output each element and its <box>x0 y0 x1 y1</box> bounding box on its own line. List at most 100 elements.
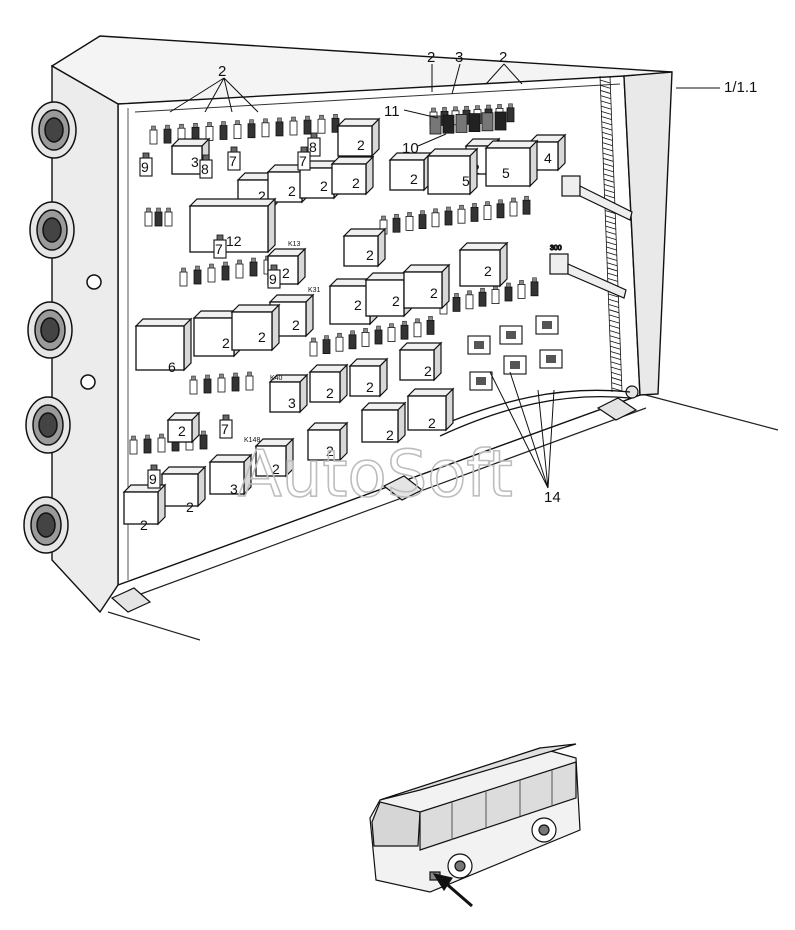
mini-fuse <box>431 212 440 228</box>
mini-fuse <box>309 341 318 357</box>
mini-fuse <box>530 281 539 297</box>
mini-fuse <box>322 339 331 355</box>
mark-k40: K40 <box>270 375 283 382</box>
mini-fuse <box>231 376 240 392</box>
fuse-cap <box>222 414 230 421</box>
mark-k148: K148 <box>244 437 260 444</box>
mini-fuse <box>207 267 216 283</box>
relay-front <box>255 445 287 477</box>
fuse-cap <box>150 464 158 471</box>
relay-label: 2 <box>258 188 266 204</box>
relay-front <box>167 419 193 443</box>
mini-fuse <box>496 203 505 219</box>
fuse-label: 7 <box>221 421 229 437</box>
mini-fuse <box>387 327 396 343</box>
mini-fuse <box>470 206 479 222</box>
relay-top <box>426 148 479 157</box>
mark-300: 300 <box>550 245 562 252</box>
connector-1 <box>31 101 77 159</box>
relay-top <box>188 198 277 207</box>
mini-fuse <box>233 124 242 139</box>
fuse-label: 9 <box>141 159 149 175</box>
relay-label: 5 <box>502 165 510 181</box>
mini-fuse <box>478 291 487 307</box>
mini-fuse <box>303 119 312 135</box>
relay-label: 2 <box>430 285 438 301</box>
relay-label: 2 <box>140 517 148 533</box>
relay-front <box>193 317 235 357</box>
mini-fuse <box>247 123 256 139</box>
relay-label: 2 <box>178 423 186 439</box>
relay-27: 2 <box>306 421 349 462</box>
relay-32: 2 <box>122 483 167 533</box>
relay-label: 2 <box>222 335 230 351</box>
bus-roof <box>379 743 577 801</box>
relay-28: 2 <box>360 401 407 444</box>
mounting-studs: 300 <box>549 175 633 299</box>
relay-label: 3 <box>230 481 238 497</box>
relay-label: 3 <box>191 154 199 170</box>
mini-fuse <box>483 205 492 221</box>
relay-front <box>307 429 341 461</box>
relay-label: 2 <box>410 171 418 187</box>
threaded-rail <box>599 75 623 393</box>
relay-side <box>557 133 566 172</box>
mini-fuse <box>491 289 500 305</box>
fuse-label: 8 <box>201 161 209 177</box>
relay-label: 2 <box>352 175 360 191</box>
relay-label: 2 <box>484 263 492 279</box>
mini-relay <box>429 115 442 135</box>
mini-fuse <box>164 211 173 227</box>
relay-label: 2 <box>424 363 432 379</box>
mini-fuse <box>163 128 172 144</box>
mini-fuse <box>129 439 138 455</box>
mini-fuse <box>154 211 163 227</box>
relay-33: 2 <box>254 437 295 478</box>
relay-side <box>445 387 454 432</box>
fuse-1: 9 <box>139 152 153 177</box>
mini-relay <box>494 111 507 131</box>
relay-12: 12 <box>188 197 277 254</box>
relay-label: 12 <box>226 233 242 249</box>
callout-top-mid-b: 3 <box>455 49 463 66</box>
mini-fuse <box>245 375 254 391</box>
cable-harness <box>429 389 631 437</box>
fuse-label: 9 <box>149 471 157 487</box>
relay-front <box>309 371 341 403</box>
relay-top <box>134 318 193 327</box>
relay-13: 2 <box>342 227 387 268</box>
relay-9: 2 <box>388 151 433 192</box>
relay-label: 2 <box>258 329 266 345</box>
relay-label: 2 <box>292 317 300 333</box>
relay-front <box>299 167 335 199</box>
brackets <box>110 385 639 613</box>
callout-top-mid-a: 2 <box>427 49 435 66</box>
relay-label: 2 <box>366 247 374 263</box>
relay-side <box>271 303 280 352</box>
callout-ref-id: 1/1.1 <box>724 79 757 96</box>
relay-front <box>337 125 373 157</box>
relay-side <box>297 247 306 286</box>
relay-label: 2 <box>357 137 365 153</box>
fuse-5: 7 <box>213 234 227 259</box>
fuse-cap <box>202 154 210 161</box>
fuse-cap <box>216 234 224 241</box>
relay-2: 2 <box>336 117 381 158</box>
mini-fuse <box>219 125 228 140</box>
callout-top-mid-c: 2 <box>499 49 507 66</box>
mini-fuse <box>374 329 383 345</box>
relay-top <box>230 304 281 313</box>
fuse-8: 8 <box>199 154 213 179</box>
mini-relay <box>442 114 455 134</box>
relay-11: 5 <box>484 139 539 188</box>
mark-k13: K13 <box>288 241 301 248</box>
fuse-cap <box>230 146 238 153</box>
mini-fuse <box>348 334 357 350</box>
fuse-9: 7 <box>297 146 311 171</box>
relay-side <box>365 155 374 196</box>
fuse-cap <box>300 146 308 153</box>
mini-relay <box>481 112 494 132</box>
mini-fuse <box>444 210 453 226</box>
